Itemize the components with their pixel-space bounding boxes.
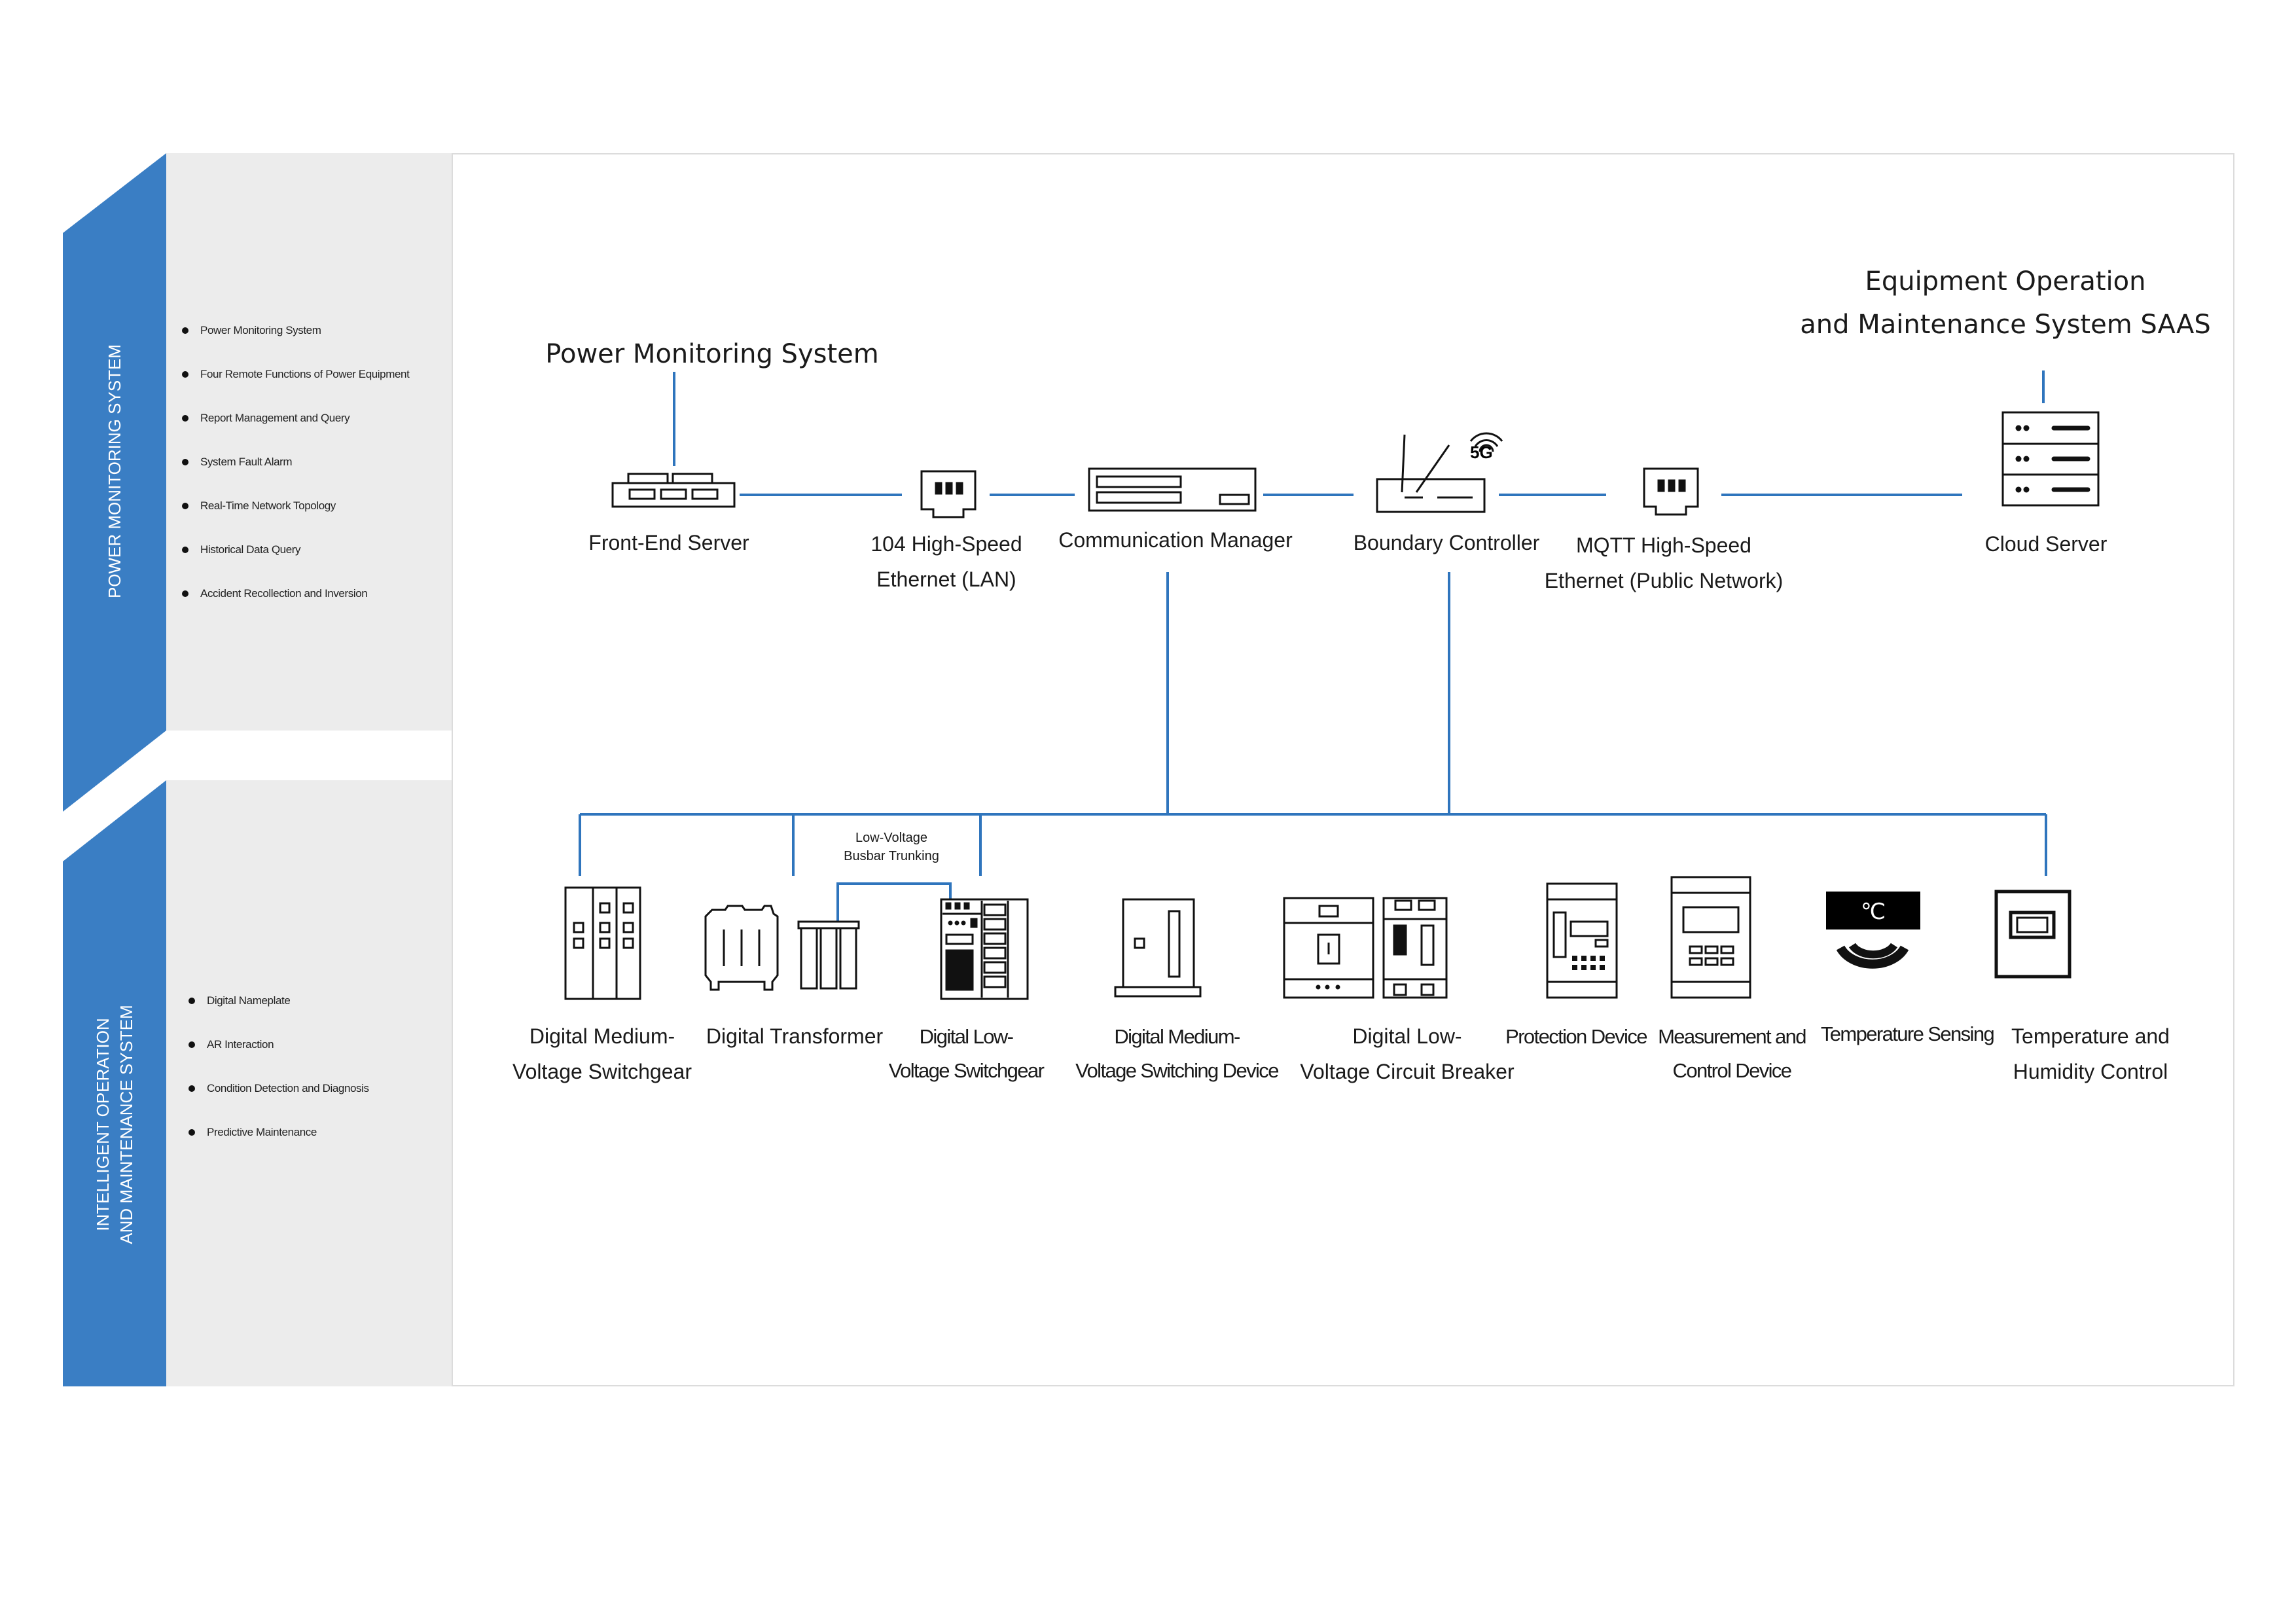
communication-manager-label: Communication Manager xyxy=(1058,528,1293,552)
feature-item: Predictive Maintenance xyxy=(188,1125,369,1168)
lv-circuit-breaker-label: Digital Low-Voltage Circuit Breaker xyxy=(1300,1024,1515,1083)
cloud-server-icon xyxy=(2001,411,2100,507)
om-feature-list: Digital Nameplate AR Interaction Conditi… xyxy=(188,993,369,1168)
boundary-controller-icon xyxy=(1376,434,1486,513)
cloud-server-label: Cloud Server xyxy=(1984,532,2108,556)
protection-device-label: Protection Device xyxy=(1505,1025,1647,1048)
5g-signal-icon xyxy=(1469,432,1503,452)
feature-item: Digital Nameplate xyxy=(188,993,369,1037)
power-monitoring-panel xyxy=(166,153,452,731)
lv-switchgear-label: Digital Low-Voltage Switchgear xyxy=(888,1025,1045,1082)
diagram-frame xyxy=(452,153,2234,1386)
humidity-control-icon xyxy=(1994,890,2072,979)
connection-lines xyxy=(579,370,2047,922)
temperature-sensing-icon xyxy=(1826,892,1920,969)
communication-manager-icon xyxy=(1088,467,1257,512)
ethernet-port-icon xyxy=(920,470,977,518)
measurement-control-device-icon xyxy=(1670,876,1751,999)
feature-item: AR Interaction xyxy=(188,1037,369,1081)
busbar-trunking-line xyxy=(836,882,952,922)
top-band xyxy=(63,153,166,812)
mv-switching-device-label: Digital Medium-Voltage Switching Device xyxy=(1075,1025,1279,1082)
feature-item: Four Remote Functions of Power Equipment xyxy=(182,367,410,410)
feature-item: Condition Detection and Diagnosis xyxy=(188,1081,369,1125)
power-monitoring-feature-list: Power Monitoring System Four Remote Func… xyxy=(182,323,410,630)
protection-device-icon xyxy=(1546,882,1618,999)
transformer-label: Digital Transformer xyxy=(706,1024,884,1048)
mv-switchgear-label: Digital Medium-Voltage Switchgear xyxy=(512,1024,692,1083)
feature-item: Power Monitoring System xyxy=(182,323,409,367)
ethernet-port-icon xyxy=(1643,467,1699,516)
power-monitoring-title: Power Monitoring System xyxy=(545,339,879,369)
front-end-server-label: Front-End Server xyxy=(588,531,749,554)
feature-item: System Fault Alarm xyxy=(182,454,409,498)
5g-label: 5G xyxy=(1470,442,1493,462)
mv-switching-device-icon xyxy=(1114,898,1202,998)
feature-item: Real-Time Network Topology xyxy=(182,498,409,542)
feature-item: Report Management and Query xyxy=(182,410,409,454)
mv-switchgear-icon xyxy=(564,886,641,1000)
front-end-server-icon xyxy=(611,473,736,508)
lv-switchgear-icon xyxy=(940,898,1029,1000)
boundary-controller-label: Boundary Controller xyxy=(1353,531,1540,554)
feature-item: Accident Recollection and Inversion xyxy=(182,586,409,630)
celsius-symbol: ℃ xyxy=(1861,899,1886,925)
om-panel xyxy=(166,780,452,1386)
feature-item: Historical Data Query xyxy=(182,542,409,586)
lv-circuit-breaker-icon xyxy=(1283,897,1448,999)
bottom-band xyxy=(63,780,166,1386)
transformer-icon xyxy=(704,905,860,991)
temperature-sensing-label: Temperature Sensing xyxy=(1820,1022,1995,1045)
